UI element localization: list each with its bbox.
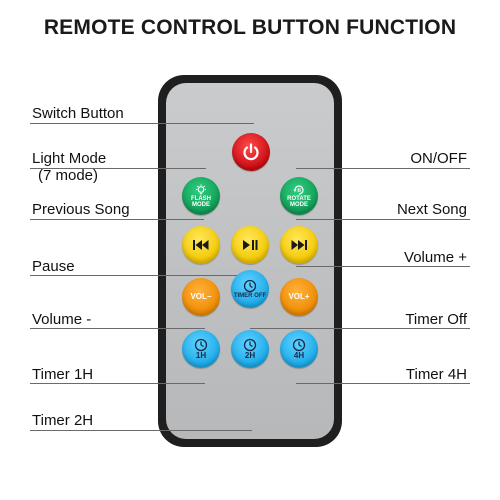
page-title: REMOTE CONTROL BUTTON FUNCTION [43,16,457,39]
previous-song-button[interactable] [182,226,220,264]
flash-mode-text-1: FLASH [191,196,211,202]
volume-up-text: VOL+ [288,292,310,301]
leader-timer-off [250,328,470,329]
timer-2h-text: 2H [244,351,256,360]
label-timer-1h: Timer 1H [32,366,94,383]
clock-icon [243,279,257,293]
clock-icon [243,338,257,352]
timer-1h-text: 1H [195,351,207,360]
volume-down-button[interactable]: VOL− [182,278,220,316]
volume-down-text: VOL− [190,292,212,301]
rotate-mode-text-1: ROTATE [287,196,311,202]
leader-next [296,219,470,220]
leader-timer-2h [30,430,252,431]
label-timer-2h: Timer 2H [32,412,94,429]
label-pause: Pause [32,258,75,275]
clock-icon [292,338,306,352]
light-icon [195,184,207,196]
leader-on-off [296,168,470,169]
timer-4h-text: 4H [293,351,305,360]
label-volume-plus: Volume + [404,249,467,266]
label-switch-button: Switch Button [32,105,124,122]
leader-volume-plus [296,266,470,267]
flash-mode-text-2: MODE [192,202,210,208]
timer-1h-button[interactable]: 1H [182,330,220,368]
rotate-icon [293,184,305,196]
timer-4h-button[interactable]: 4H [280,330,318,368]
play-pause-button[interactable] [231,226,269,264]
next-song-button[interactable] [280,226,318,264]
power-button[interactable] [232,133,270,171]
flash-mode-button[interactable]: FLASH MODE [182,177,220,215]
previous-icon [192,238,210,252]
next-icon [290,238,308,252]
play-pause-icon [241,238,259,252]
rotate-mode-button[interactable]: ROTATE MODE [280,177,318,215]
volume-up-button[interactable]: VOL+ [280,278,318,316]
clock-icon [194,338,208,352]
leader-timer-4h [296,383,470,384]
timer-off-button[interactable]: TIMER OFF [231,270,269,308]
label-light-mode: Light Mode [32,150,107,167]
power-icon [241,142,261,162]
timer-2h-button[interactable]: 2H [231,330,269,368]
label-timer-off: Timer Off [405,311,467,328]
label-volume-minus: Volume - [32,311,92,328]
leader-pause [30,275,250,276]
leader-light-mode [30,168,206,169]
leader-timer-1h [30,383,205,384]
rotate-mode-text-2: MODE [290,202,308,208]
label-light-mode-sub: (7 mode) [38,167,99,184]
leader-volume-minus [30,328,205,329]
label-timer-4h: Timer 4H [405,366,467,383]
leader-previous [30,219,204,220]
timer-off-text: TIMER OFF [233,293,267,299]
label-previous-song: Previous Song [32,201,130,218]
label-next-song: Next Song [396,201,467,218]
label-on-off: ON/OFF [410,150,467,167]
leader-switch [30,123,254,124]
